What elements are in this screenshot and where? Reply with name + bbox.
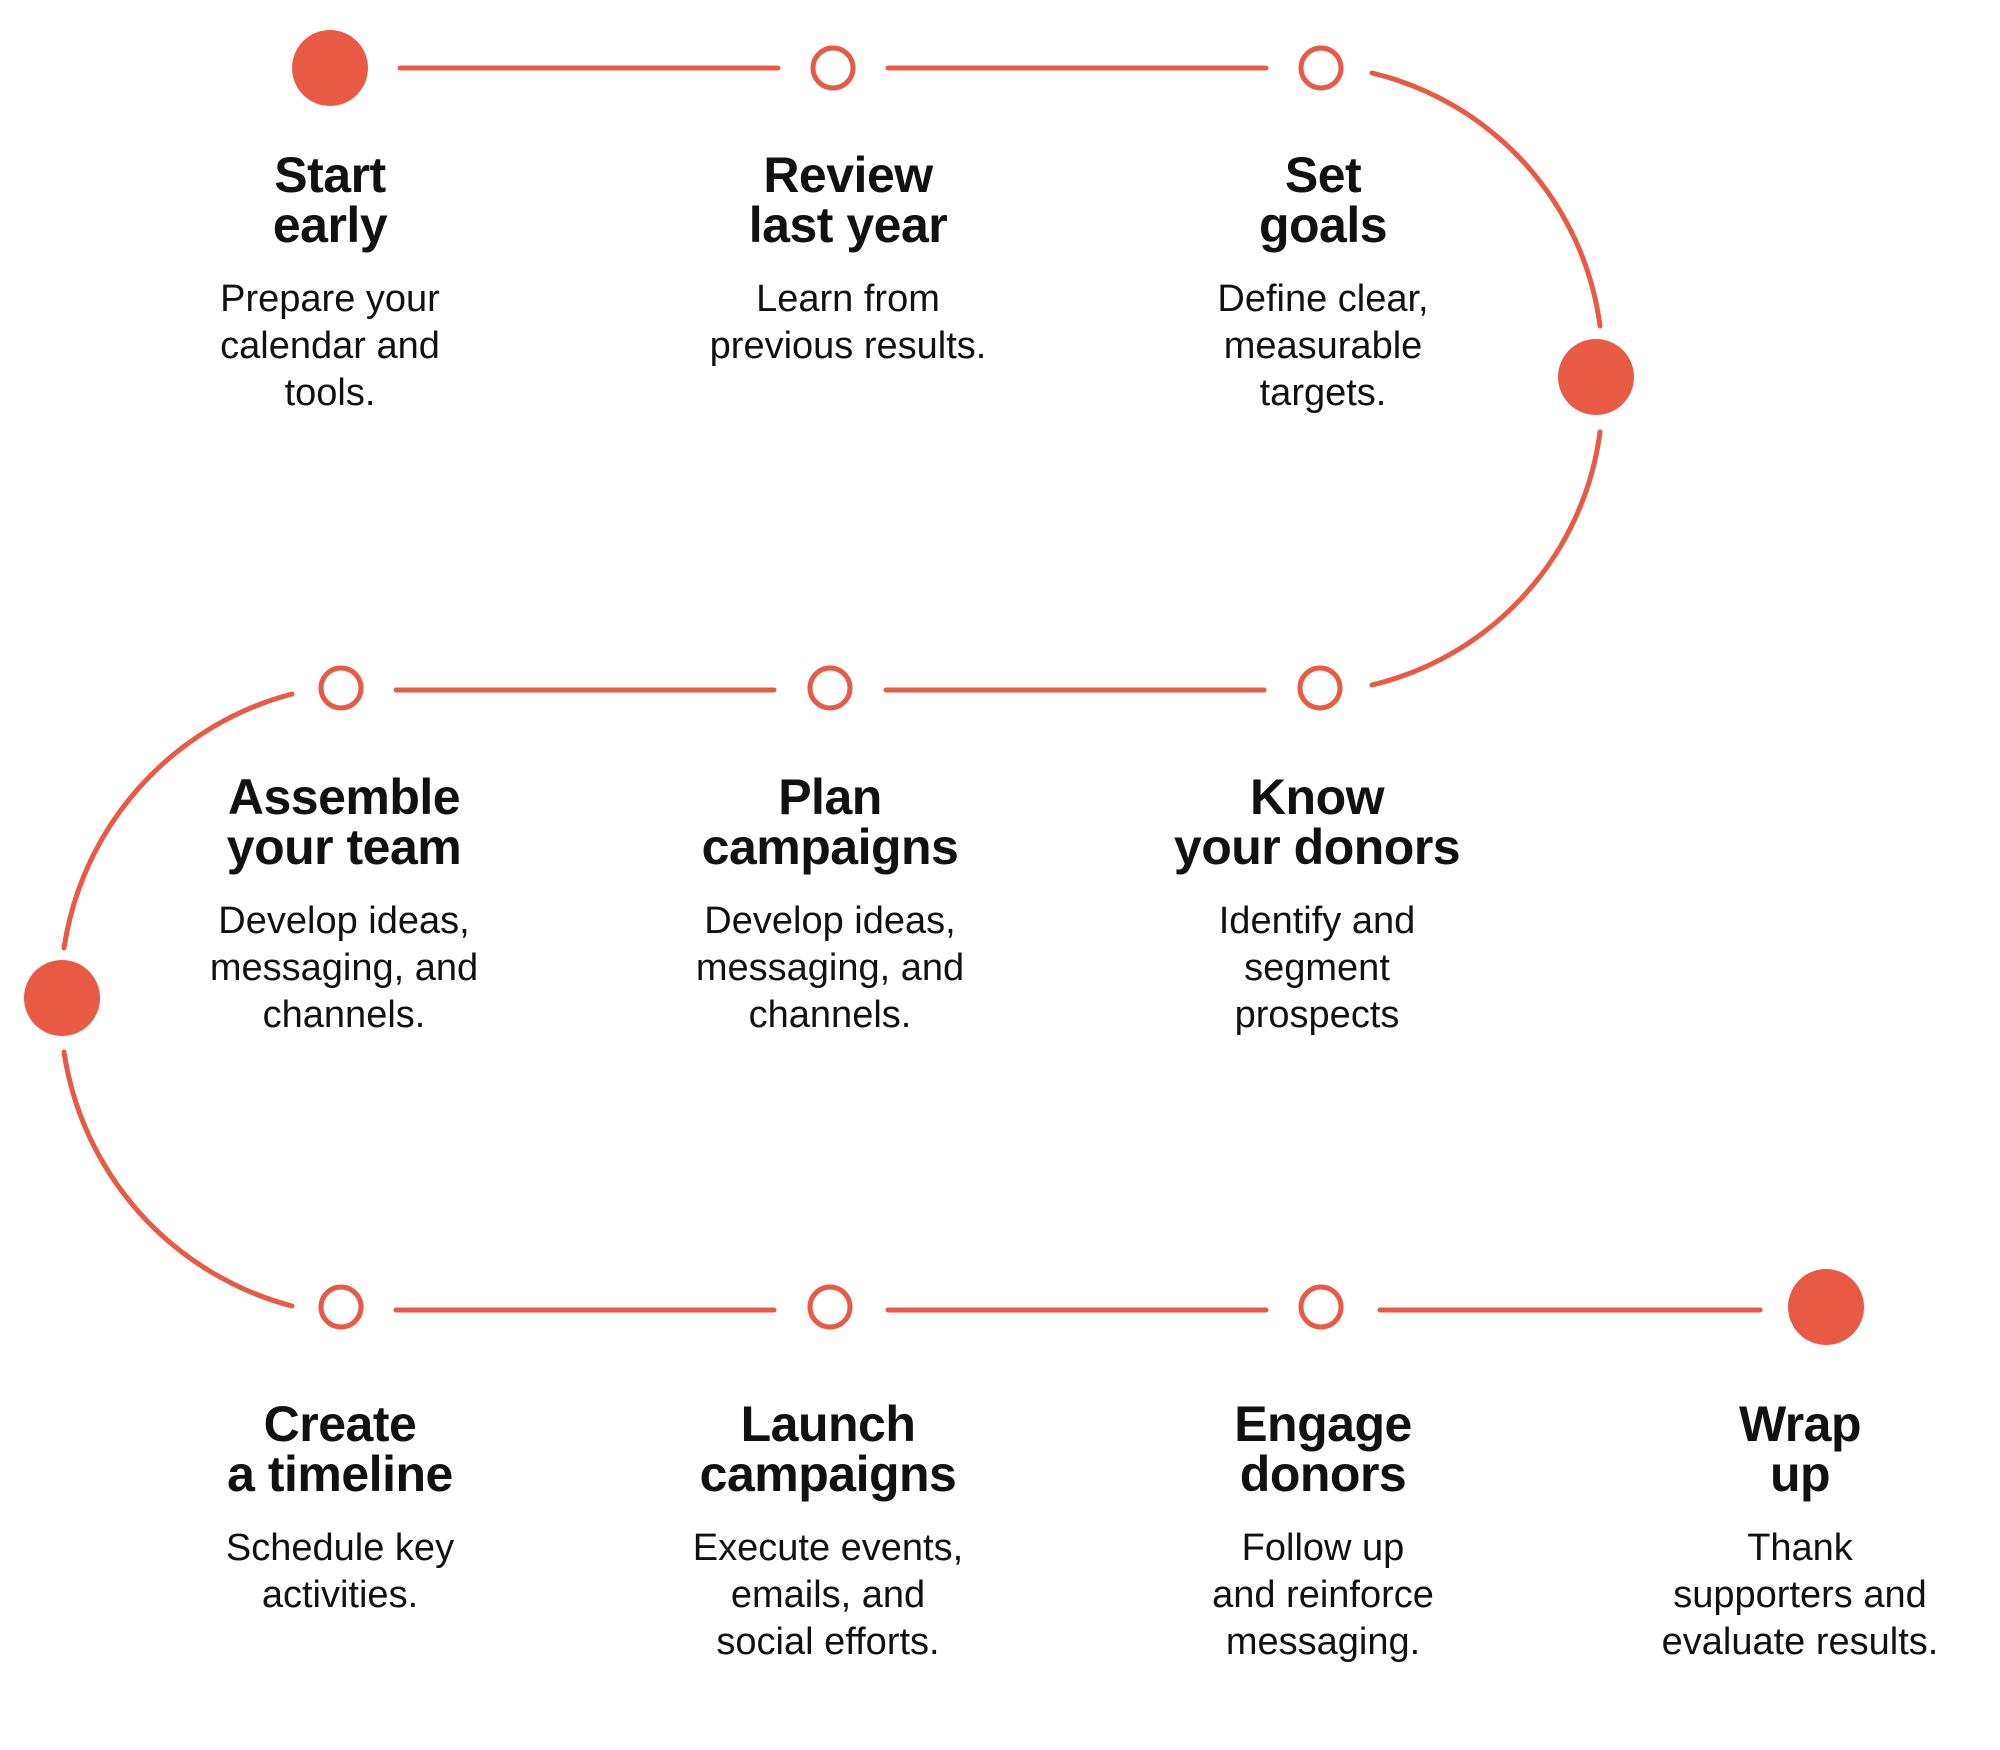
step-title: Create a timeline (227, 1396, 453, 1502)
step-assemble-your-team: Assemble your team Develop ideas, messag… (144, 772, 544, 1039)
step-review-last-year: Review last year Learn from previous res… (648, 150, 1048, 370)
step-engage-donors: Engage donors Follow up and reinforce me… (1123, 1399, 1523, 1666)
step-marker-assemble-your-team (318, 665, 364, 711)
step-title: Set goals (1258, 147, 1388, 253)
step-description: Develop ideas, messaging, and channels. (209, 900, 479, 1036)
step-start-early: Start early Prepare your calendar and to… (130, 150, 530, 417)
step-marker-wrap-up (1788, 1269, 1864, 1345)
step-know-your-donors: Know your donors Identify and segment pr… (1117, 772, 1517, 1039)
step-wrap-up: Wrap up Thank supporters and evaluate re… (1600, 1399, 2000, 1666)
turn-marker-left (24, 960, 100, 1036)
step-description: Define clear, measurable targets. (1217, 278, 1429, 414)
step-launch-campaigns: Launch campaigns Execute events, emails,… (628, 1399, 1028, 1666)
step-title: Know your donors (1173, 769, 1461, 875)
step-marker-engage-donors (1298, 1284, 1344, 1330)
connector-arc-right (1369, 429, 1603, 688)
step-title: Review last year (748, 147, 948, 253)
step-marker-start-early (292, 30, 368, 106)
step-marker-launch-campaigns (807, 1284, 853, 1330)
step-marker-review-last-year (810, 45, 856, 91)
step-description: Thank supporters and evaluate results. (1661, 1527, 1939, 1663)
step-title: Assemble your team (226, 769, 462, 875)
step-marker-set-goals (1298, 45, 1344, 91)
step-description: Identify and segment prospects (1218, 900, 1416, 1036)
step-description: Develop ideas, messaging, and channels. (695, 900, 965, 1036)
step-description: Prepare your calendar and tools. (220, 278, 440, 414)
step-title: Launch campaigns (699, 1396, 957, 1502)
step-marker-plan-campaigns (807, 665, 853, 711)
step-create-a-timeline: Create a timeline Schedule key activitie… (140, 1399, 540, 1619)
connector-arc-left (61, 691, 295, 951)
step-marker-create-a-timeline (318, 1284, 364, 1330)
step-set-goals: Set goals Define clear, measurable targe… (1123, 150, 1523, 417)
connector-arc-right (1369, 70, 1603, 329)
connector-arc-left (61, 1049, 295, 1309)
step-title: Start early (272, 147, 388, 253)
turn-marker-right (1558, 339, 1634, 415)
step-title: Plan campaigns (701, 769, 959, 875)
step-description: Learn from previous results. (709, 278, 987, 367)
step-description: Follow up and reinforce messaging. (1212, 1527, 1434, 1663)
step-title: Wrap up (1738, 1396, 1862, 1502)
step-description: Execute events, emails, and social effor… (692, 1527, 964, 1663)
step-title: Engage donors (1234, 1396, 1412, 1502)
step-marker-know-your-donors (1297, 665, 1343, 711)
step-plan-campaigns: Plan campaigns Develop ideas, messaging,… (630, 772, 1030, 1039)
step-description: Schedule key activities. (225, 1527, 455, 1616)
